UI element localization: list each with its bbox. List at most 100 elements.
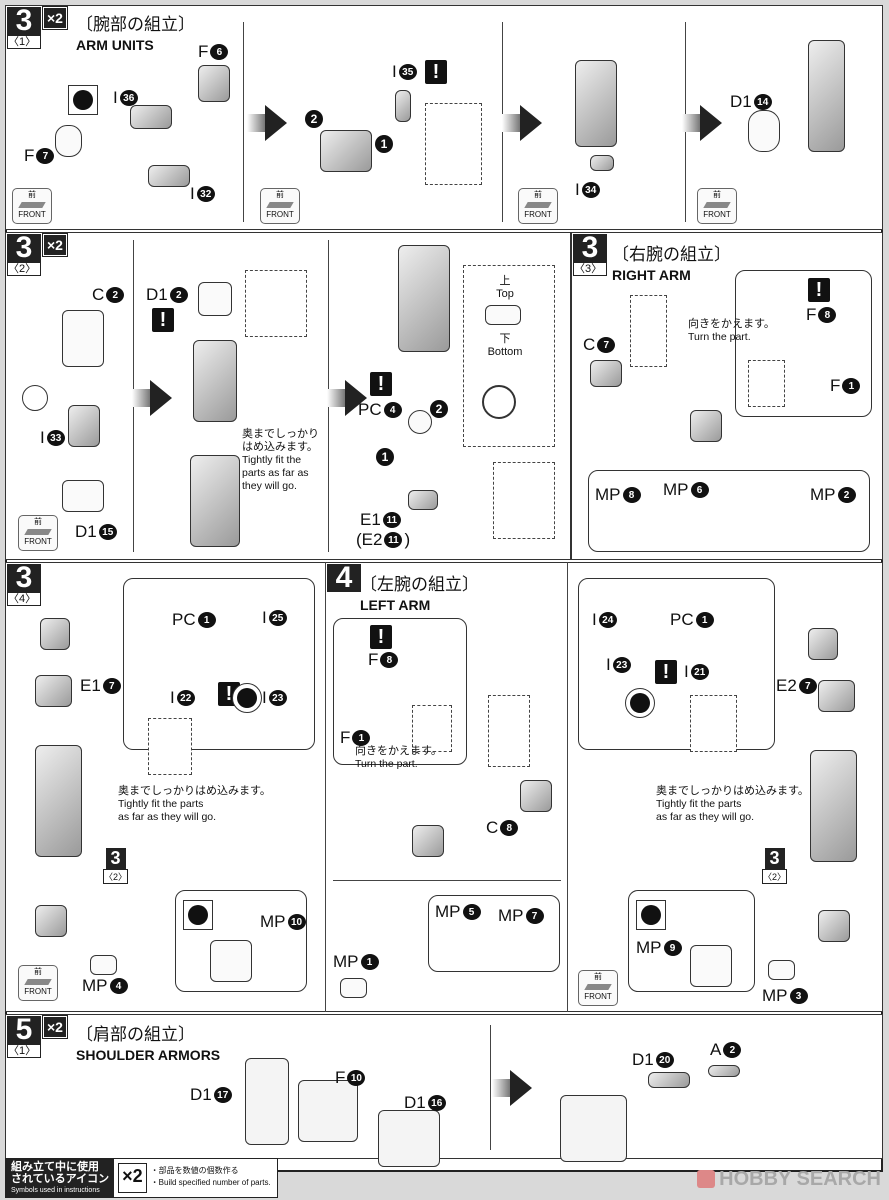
step-sub: 〈2〉 — [7, 262, 41, 276]
part-runner: D1 — [404, 1093, 426, 1112]
step-number: 4 — [327, 563, 361, 593]
legend-description: ・部品を数値の個数作る・Build specified number of pa… — [151, 1159, 277, 1197]
step-number: 3 — [7, 6, 41, 36]
part-runner: MP — [333, 952, 359, 971]
part-number: 8 — [818, 307, 837, 323]
part-runner: D1 — [190, 1085, 212, 1104]
text: 〈2〉 — [103, 869, 129, 884]
next-step-arrow — [327, 380, 367, 416]
caution-icon: ! — [808, 278, 830, 302]
text: されているアイコン — [11, 1173, 110, 1185]
part-c8 — [520, 780, 552, 812]
gunmetal-color-icon — [625, 688, 655, 718]
part-assembly — [398, 245, 450, 352]
part-runner: D1 — [730, 92, 752, 111]
part-number: 25 — [268, 610, 287, 626]
part-number: 6 — [690, 482, 709, 498]
part-runner: D1 — [75, 522, 97, 541]
part-number: 2 — [723, 1042, 742, 1058]
caution-icon: ! — [425, 60, 447, 84]
hobby-search-logo-icon — [697, 1170, 716, 1188]
text: FRONT — [266, 210, 294, 219]
part-number: 7 — [525, 908, 544, 924]
text: Turn the part. — [688, 331, 751, 343]
step-sub: 〈1〉 — [7, 1044, 41, 1058]
text: 〔右腕の組立〕 — [612, 245, 731, 264]
multiplier-badge: ×2 — [42, 6, 68, 30]
part-mp9-hand — [690, 945, 732, 987]
part-number: 8 — [500, 820, 519, 836]
text: 前 — [276, 190, 284, 199]
step-badge: 5〈1〉 ×2 — [7, 1015, 68, 1058]
detail-box — [748, 360, 785, 407]
text: 奥までしっかり — [242, 428, 319, 440]
text: 前 — [28, 190, 36, 199]
no-cut-icon — [22, 385, 48, 411]
part-runner: D1 — [632, 1050, 654, 1069]
part-number: 7 — [798, 678, 817, 694]
text: 組み立て中に使用 — [11, 1161, 99, 1173]
text: Top — [496, 288, 514, 300]
text: Tightly fit the — [242, 454, 302, 466]
part-runner: MP — [810, 485, 836, 504]
step-number: 3 — [7, 563, 41, 593]
part-number: 10 — [287, 914, 306, 930]
step-title: 〔肩部の組立〕SHOULDER ARMORS — [76, 1020, 220, 1063]
part-runner: MP — [435, 902, 461, 921]
gunmetal-color-icon — [68, 85, 98, 115]
text: ・Build specified number of parts. — [150, 1178, 271, 1187]
part-number: 21 — [690, 664, 709, 680]
option-part-icon — [183, 900, 213, 930]
caution-icon: ! — [370, 625, 392, 649]
panel-step-5-1 — [5, 1014, 883, 1159]
order-marker: 1 — [376, 448, 394, 466]
part-number: 7 — [36, 148, 55, 164]
detail-box — [412, 705, 452, 752]
part-runner: F — [830, 376, 841, 395]
part-runner: C — [486, 818, 499, 837]
part-runner: I — [40, 428, 45, 447]
part-runner: MP — [595, 485, 621, 504]
text: parts as far as — [242, 467, 309, 479]
text: FRONT — [24, 537, 52, 546]
part-number: 17 — [213, 1087, 232, 1103]
part-number: 7 — [597, 337, 616, 353]
part-f7 — [55, 125, 82, 157]
text: Tightly fit the parts — [656, 798, 742, 810]
part-i34 — [590, 155, 614, 171]
part-number: 24 — [598, 612, 617, 628]
part-number: 14 — [753, 94, 772, 110]
part-runner: I — [575, 180, 580, 199]
part-number: 1 — [360, 954, 379, 970]
part-assembly — [320, 130, 372, 172]
step-badge: 3〈2〉 ×2 — [7, 233, 68, 276]
part-number: 15 — [98, 524, 117, 540]
part-runner: I — [606, 655, 611, 674]
part-runner: C — [583, 335, 596, 354]
text: they will go. — [242, 480, 297, 492]
detail-box — [488, 695, 530, 767]
step-sub: 〈1〉 — [7, 35, 41, 49]
part-d1-20 — [648, 1072, 690, 1088]
multiplier-icon: ×2 — [118, 1163, 147, 1193]
text: 下 — [499, 333, 511, 345]
part-number: 35 — [398, 64, 417, 80]
part-runner: MP — [762, 986, 788, 1005]
